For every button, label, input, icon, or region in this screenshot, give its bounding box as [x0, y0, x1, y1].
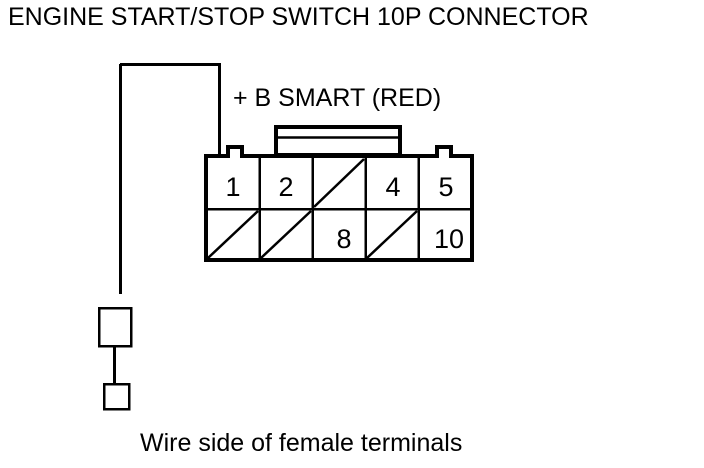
terminal-body-small: [102, 382, 131, 411]
empty-cell-slash-top-3: [313, 158, 365, 208]
terminal-body-large: [97, 306, 133, 348]
pin-label-4: 4: [385, 172, 400, 202]
pin-label-2: 2: [278, 172, 293, 202]
wire-label: + B SMART (RED): [233, 84, 442, 112]
empty-cell-slash-bottom-4: [366, 210, 418, 259]
empty-cell-slash-bottom-1: [207, 210, 259, 259]
connector-latch: [274, 125, 402, 157]
pin-label-10: 10: [434, 224, 464, 254]
pin-label-1: 1: [225, 172, 240, 202]
connector-pin-grid: [207, 157, 471, 259]
pin-label-8: 8: [336, 224, 351, 254]
connector-shell: [204, 145, 474, 262]
pin-label-5: 5: [438, 172, 453, 202]
diagram-caption: Wire side of female terminals: [140, 429, 463, 457]
empty-cell-slash-bottom-2: [260, 210, 312, 259]
wire-path: [119, 63, 221, 294]
page-title: ENGINE START/STOP SWITCH 10P CONNECTOR: [8, 3, 589, 31]
